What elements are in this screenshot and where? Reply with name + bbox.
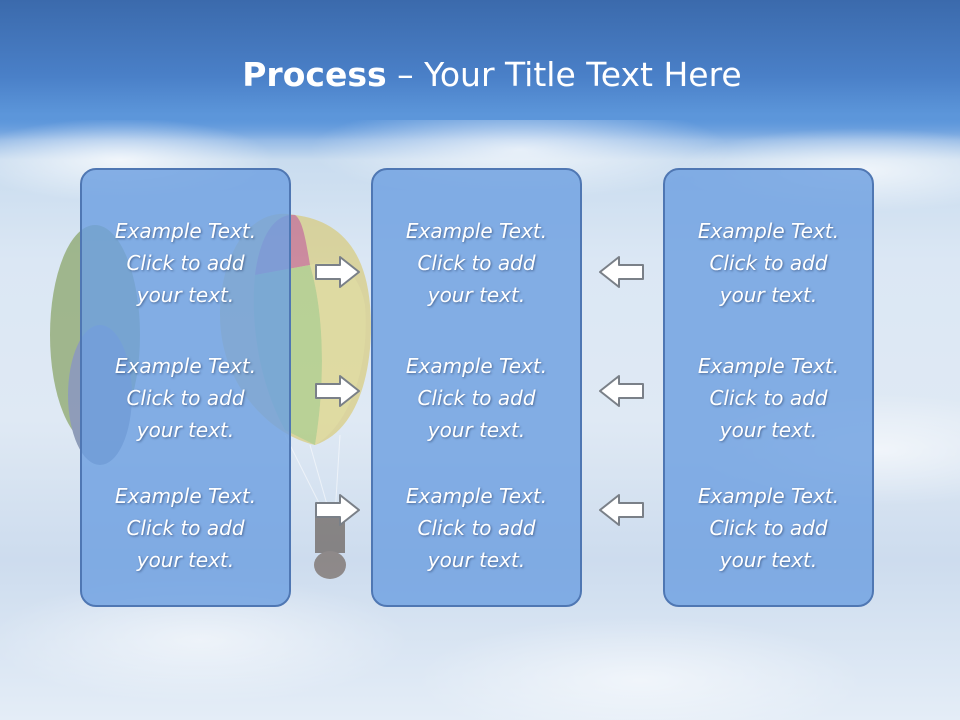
text-line: Click to add xyxy=(126,386,245,410)
text-line: Click to add xyxy=(417,251,536,275)
slide-title: Process – Your Title Text Here xyxy=(0,52,960,98)
text-line: Click to add xyxy=(126,516,245,540)
text-line: Click to add xyxy=(126,251,245,275)
right-arrow-icon xyxy=(315,494,360,526)
text-line: Example Text. xyxy=(114,354,257,378)
text-line: your text. xyxy=(719,418,818,442)
left-arrow-icon xyxy=(599,375,644,407)
text-line: Click to add xyxy=(417,516,536,540)
text-line: your text. xyxy=(136,548,235,572)
text-block[interactable]: Example Text. Click to add your text. xyxy=(665,350,872,446)
text-block[interactable]: Example Text. Click to add your text. xyxy=(373,215,580,311)
left-arrow-icon xyxy=(599,256,644,288)
text-line: your text. xyxy=(719,548,818,572)
title-bold-text: Process xyxy=(242,55,387,94)
text-line: Example Text. xyxy=(405,354,548,378)
text-line: Click to add xyxy=(709,516,828,540)
text-line: your text. xyxy=(136,283,235,307)
text-block[interactable]: Example Text. Click to add your text. xyxy=(82,215,289,311)
text-block[interactable]: Example Text. Click to add your text. xyxy=(665,480,872,576)
center-text-panel[interactable]: Example Text. Click to add your text. Ex… xyxy=(371,168,582,607)
text-block[interactable]: Example Text. Click to add your text. xyxy=(82,350,289,446)
text-line: Click to add xyxy=(709,251,828,275)
title-rest-text: – Your Title Text Here xyxy=(386,55,742,94)
text-line: your text. xyxy=(136,418,235,442)
text-line: Example Text. xyxy=(697,354,840,378)
text-block[interactable]: Example Text. Click to add your text. xyxy=(665,215,872,311)
text-line: Click to add xyxy=(417,386,536,410)
text-line: Example Text. xyxy=(697,484,840,508)
text-line: your text. xyxy=(719,283,818,307)
text-line: Example Text. xyxy=(405,484,548,508)
right-text-panel[interactable]: Example Text. Click to add your text. Ex… xyxy=(663,168,874,607)
text-block[interactable]: Example Text. Click to add your text. xyxy=(82,480,289,576)
sky-background xyxy=(0,0,960,140)
right-arrow-icon xyxy=(315,375,360,407)
text-block[interactable]: Example Text. Click to add your text. xyxy=(373,350,580,446)
left-arrow-icon xyxy=(599,494,644,526)
text-line: Example Text. xyxy=(114,219,257,243)
text-line: Example Text. xyxy=(114,484,257,508)
text-line: your text. xyxy=(427,548,526,572)
text-line: Example Text. xyxy=(697,219,840,243)
text-line: your text. xyxy=(427,418,526,442)
text-block[interactable]: Example Text. Click to add your text. xyxy=(373,480,580,576)
text-line: your text. xyxy=(427,283,526,307)
right-arrow-icon xyxy=(315,256,360,288)
left-text-panel[interactable]: Example Text. Click to add your text. Ex… xyxy=(80,168,291,607)
text-line: Click to add xyxy=(709,386,828,410)
text-line: Example Text. xyxy=(405,219,548,243)
